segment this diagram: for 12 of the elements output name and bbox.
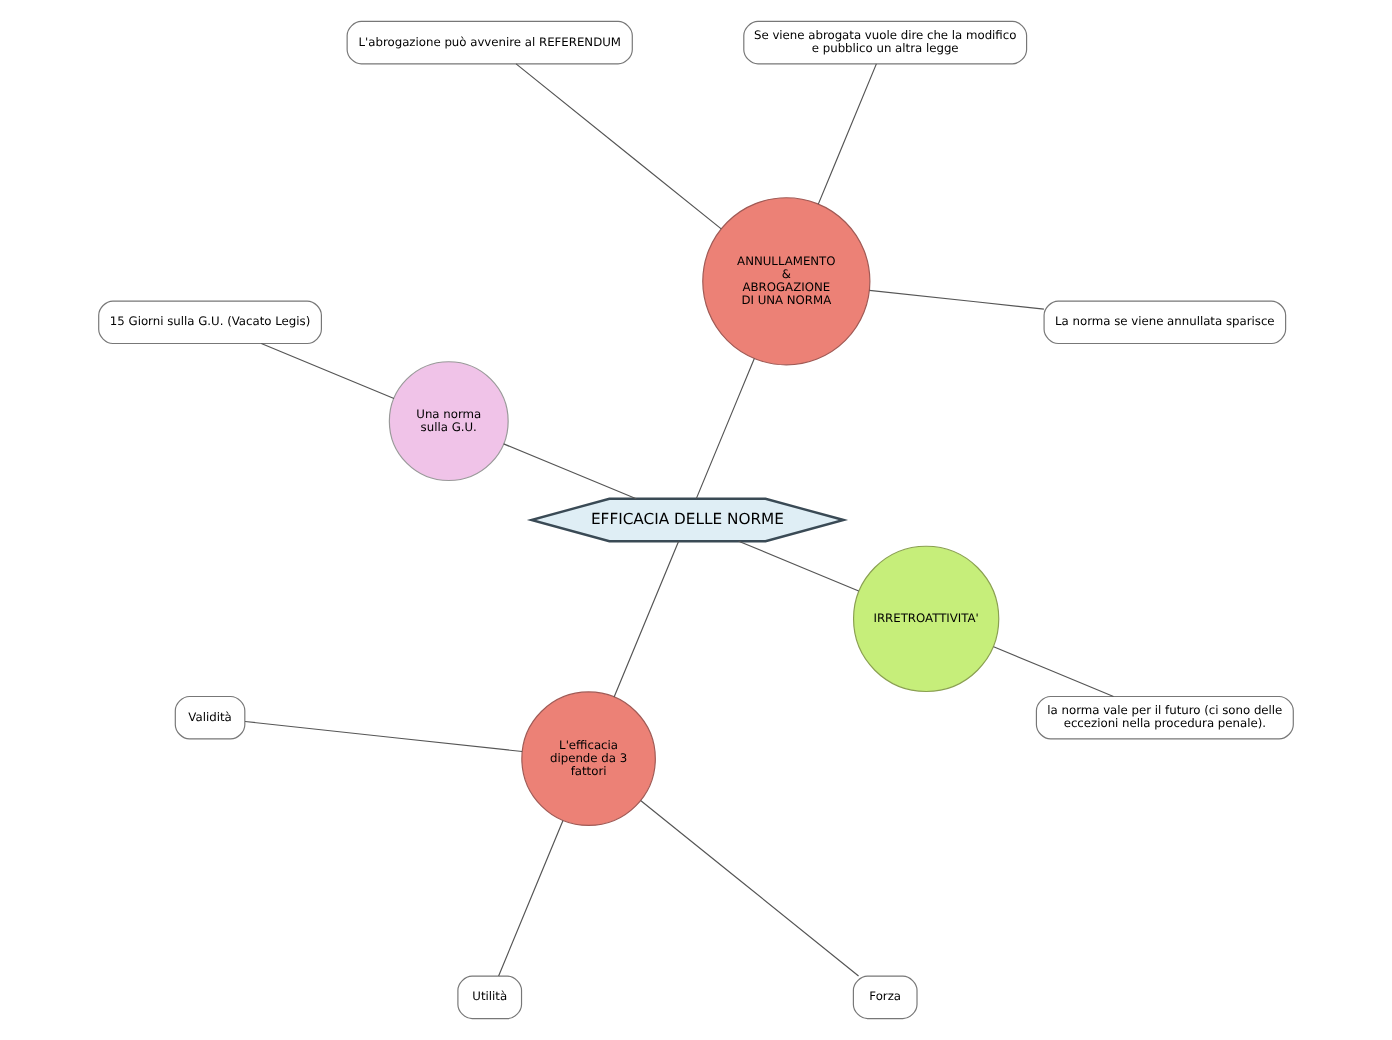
connector: [817, 63, 877, 205]
connector: [515, 63, 722, 230]
connector: [498, 819, 564, 977]
connector: [260, 342, 395, 400]
connector: [993, 646, 1115, 698]
connector: [244, 720, 523, 753]
connector: [640, 799, 860, 977]
connector: [613, 541, 680, 698]
connector: [503, 443, 637, 500]
connector: [868, 289, 1045, 310]
connector: [738, 540, 860, 592]
connector: [695, 358, 755, 499]
